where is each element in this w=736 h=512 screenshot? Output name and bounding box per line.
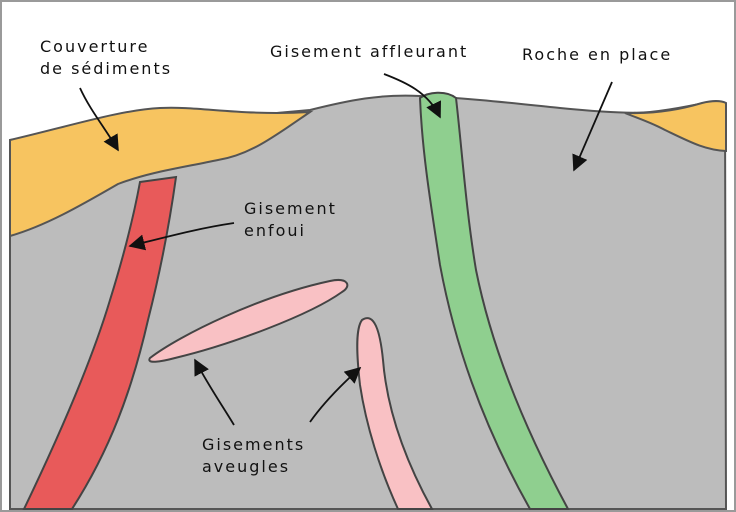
label-sediment-cover-line1: Couverture bbox=[40, 37, 149, 56]
label-outcropping-deposit: Gisement affleurant bbox=[270, 42, 468, 61]
label-buried-deposit-line2: enfoui bbox=[244, 221, 306, 240]
label-blind-deposits-line1: Gisements bbox=[202, 435, 305, 454]
label-sediment-cover-line2: de sédiments bbox=[40, 59, 172, 78]
label-buried-deposit-line1: Gisement bbox=[244, 199, 337, 218]
label-blind-deposits-line2: aveugles bbox=[202, 457, 290, 476]
label-bedrock: Roche en place bbox=[522, 45, 672, 64]
